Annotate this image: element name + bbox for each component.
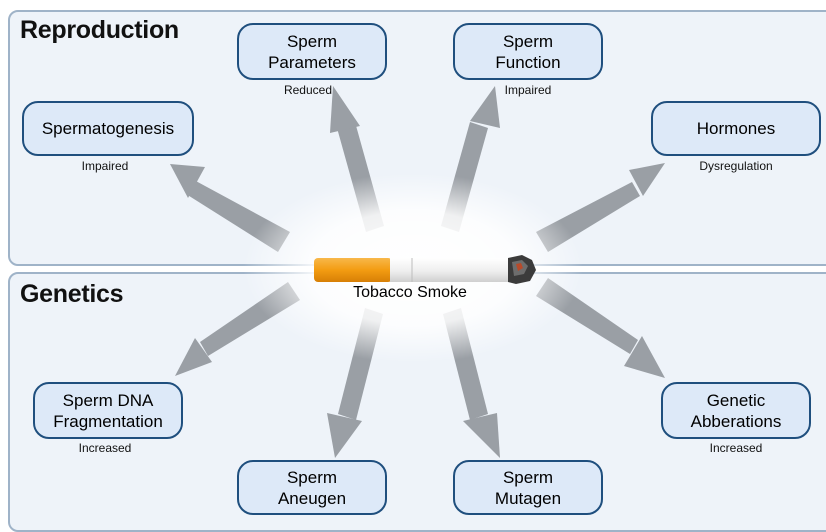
- genetics-title: Genetics: [20, 280, 124, 308]
- sperm-dna-fragmentation-effect: Increased: [78, 441, 132, 455]
- spermatogenesis-effect: Impaired: [81, 159, 129, 173]
- genetic-abberations-box: Genetic Abberations: [661, 382, 811, 439]
- reproduction-title: Reproduction: [20, 16, 179, 44]
- tobacco-smoke-label: Tobacco Smoke: [353, 284, 467, 301]
- hormones-box: Hormones: [651, 101, 821, 156]
- sperm-function-box: Sperm Function: [453, 23, 603, 80]
- sperm-mutagen-box: Sperm Mutagen: [453, 460, 603, 515]
- sperm-parameters-effect: Reduced: [283, 83, 333, 97]
- cigarette-icon: [314, 255, 536, 284]
- sperm-function-effect: Impaired: [504, 83, 552, 97]
- genetic-abberations-effect: Increased: [709, 441, 763, 455]
- sperm-dna-fragmentation-box: Sperm DNA Fragmentation: [33, 382, 183, 439]
- sperm-aneugen-box: Sperm Aneugen: [237, 460, 387, 515]
- spermatogenesis-box: Spermatogenesis: [22, 101, 194, 156]
- sperm-parameters-box: Sperm Parameters: [237, 23, 387, 80]
- hormones-effect: Dysregulation: [699, 159, 773, 173]
